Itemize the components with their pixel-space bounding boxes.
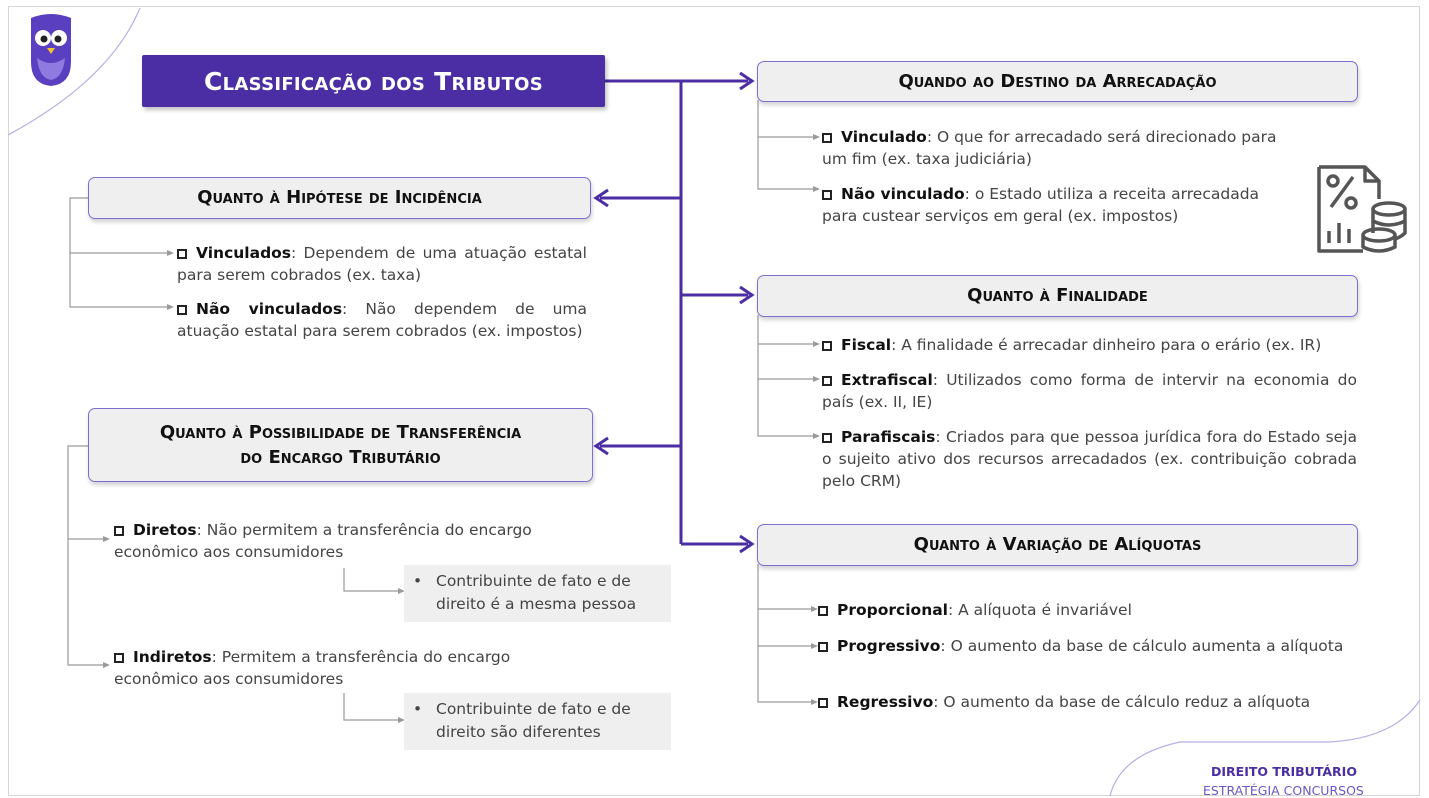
checkbox-icon [114,526,124,536]
checkbox-icon [177,305,187,315]
checkbox-icon [114,653,124,663]
item-aliquotas-regressivo: Regressivo: O aumento da base de cálculo… [818,691,1353,713]
item-destino-vinculado: Vinculado: O que for arrecadado será dir… [822,128,1277,168]
bullet-icon: • [413,700,423,718]
sub-connectors [67,100,814,721]
sub-note-diretos: • Contribuinte de fato e de direito é a … [404,565,671,622]
item-hipotese-vinculados: Vinculados: Dependem de uma atuação esta… [177,244,587,284]
header-transferencia: Quanto à Possibilidade de Transferência … [88,408,593,482]
checkbox-icon [818,698,828,708]
sub-note-text: Contribuinte de fato e de direito é a me… [436,572,637,613]
main-arrowheads [593,71,755,554]
decor-curve-bottom-right [1109,699,1421,797]
header-hipotese: Quanto à Hipótese de Incidência [88,177,591,219]
header-destino: Quando ao Destino da Arrecadação [757,61,1358,102]
sub-note-text: Contribuinte de fato e de direito são di… [436,700,631,741]
header-transferencia-line1: Quanto à Possibilidade de Transferência [159,421,522,443]
page-title: Classificação dos Tributos [142,55,605,107]
sub-arrowheads [103,134,820,723]
item-hipotese-nao-vinculados: Não vinculados: Não dependem de uma atua… [177,300,587,340]
decor-curve-top-left [7,7,141,136]
item-finalidade-extrafiscal: Extrafiscal: Utilizados como forma de in… [822,371,1357,411]
item-finalidade-fiscal: Fiscal: A finalidade é arrecadar dinheir… [822,334,1357,356]
checkbox-icon [822,433,832,443]
checkbox-icon [818,642,828,652]
item-finalidade-parafiscais: Parafiscais: Criados para que pessoa jur… [822,428,1357,490]
slide-frame [8,6,1420,796]
checkbox-icon [822,190,832,200]
item-transferencia-indiretos: Indiretos: Permitem a transferência do e… [114,648,511,688]
item-destino-nao-vinculado: Não vinculado: o Estado utiliza a receit… [822,185,1260,225]
sub-note-indiretos: • Contribuinte de fato e de direito são … [404,693,671,750]
header-finalidade: Quanto à Finalidade [757,275,1358,317]
checkbox-icon [177,249,187,259]
main-connectors [600,79,748,546]
bullet-icon: • [413,572,423,590]
checkbox-icon [822,341,832,351]
footer-brand: ESTRATÉGIA CONCURSOS [1203,783,1364,798]
footer-subject: DIREITO TRIBUTÁRIO [1211,764,1357,779]
header-aliquotas: Quanto à Variação de Alíquotas [757,524,1358,566]
checkbox-icon [822,376,832,386]
checkbox-icon [822,133,832,143]
header-transferencia-line2: do Encargo Tributário [240,447,441,468]
item-transferencia-diretos: Diretos: Não permitem a transferência do… [114,521,532,561]
item-aliquotas-proporcional: Proporcional: A alíquota é invariável [818,599,1353,621]
item-aliquotas-progressivo: Progressivo: O aumento da base de cálcul… [818,635,1353,657]
tax-percent-coins-icon [1317,165,1407,253]
owl-logo-icon [31,14,71,86]
checkbox-icon [818,606,828,616]
